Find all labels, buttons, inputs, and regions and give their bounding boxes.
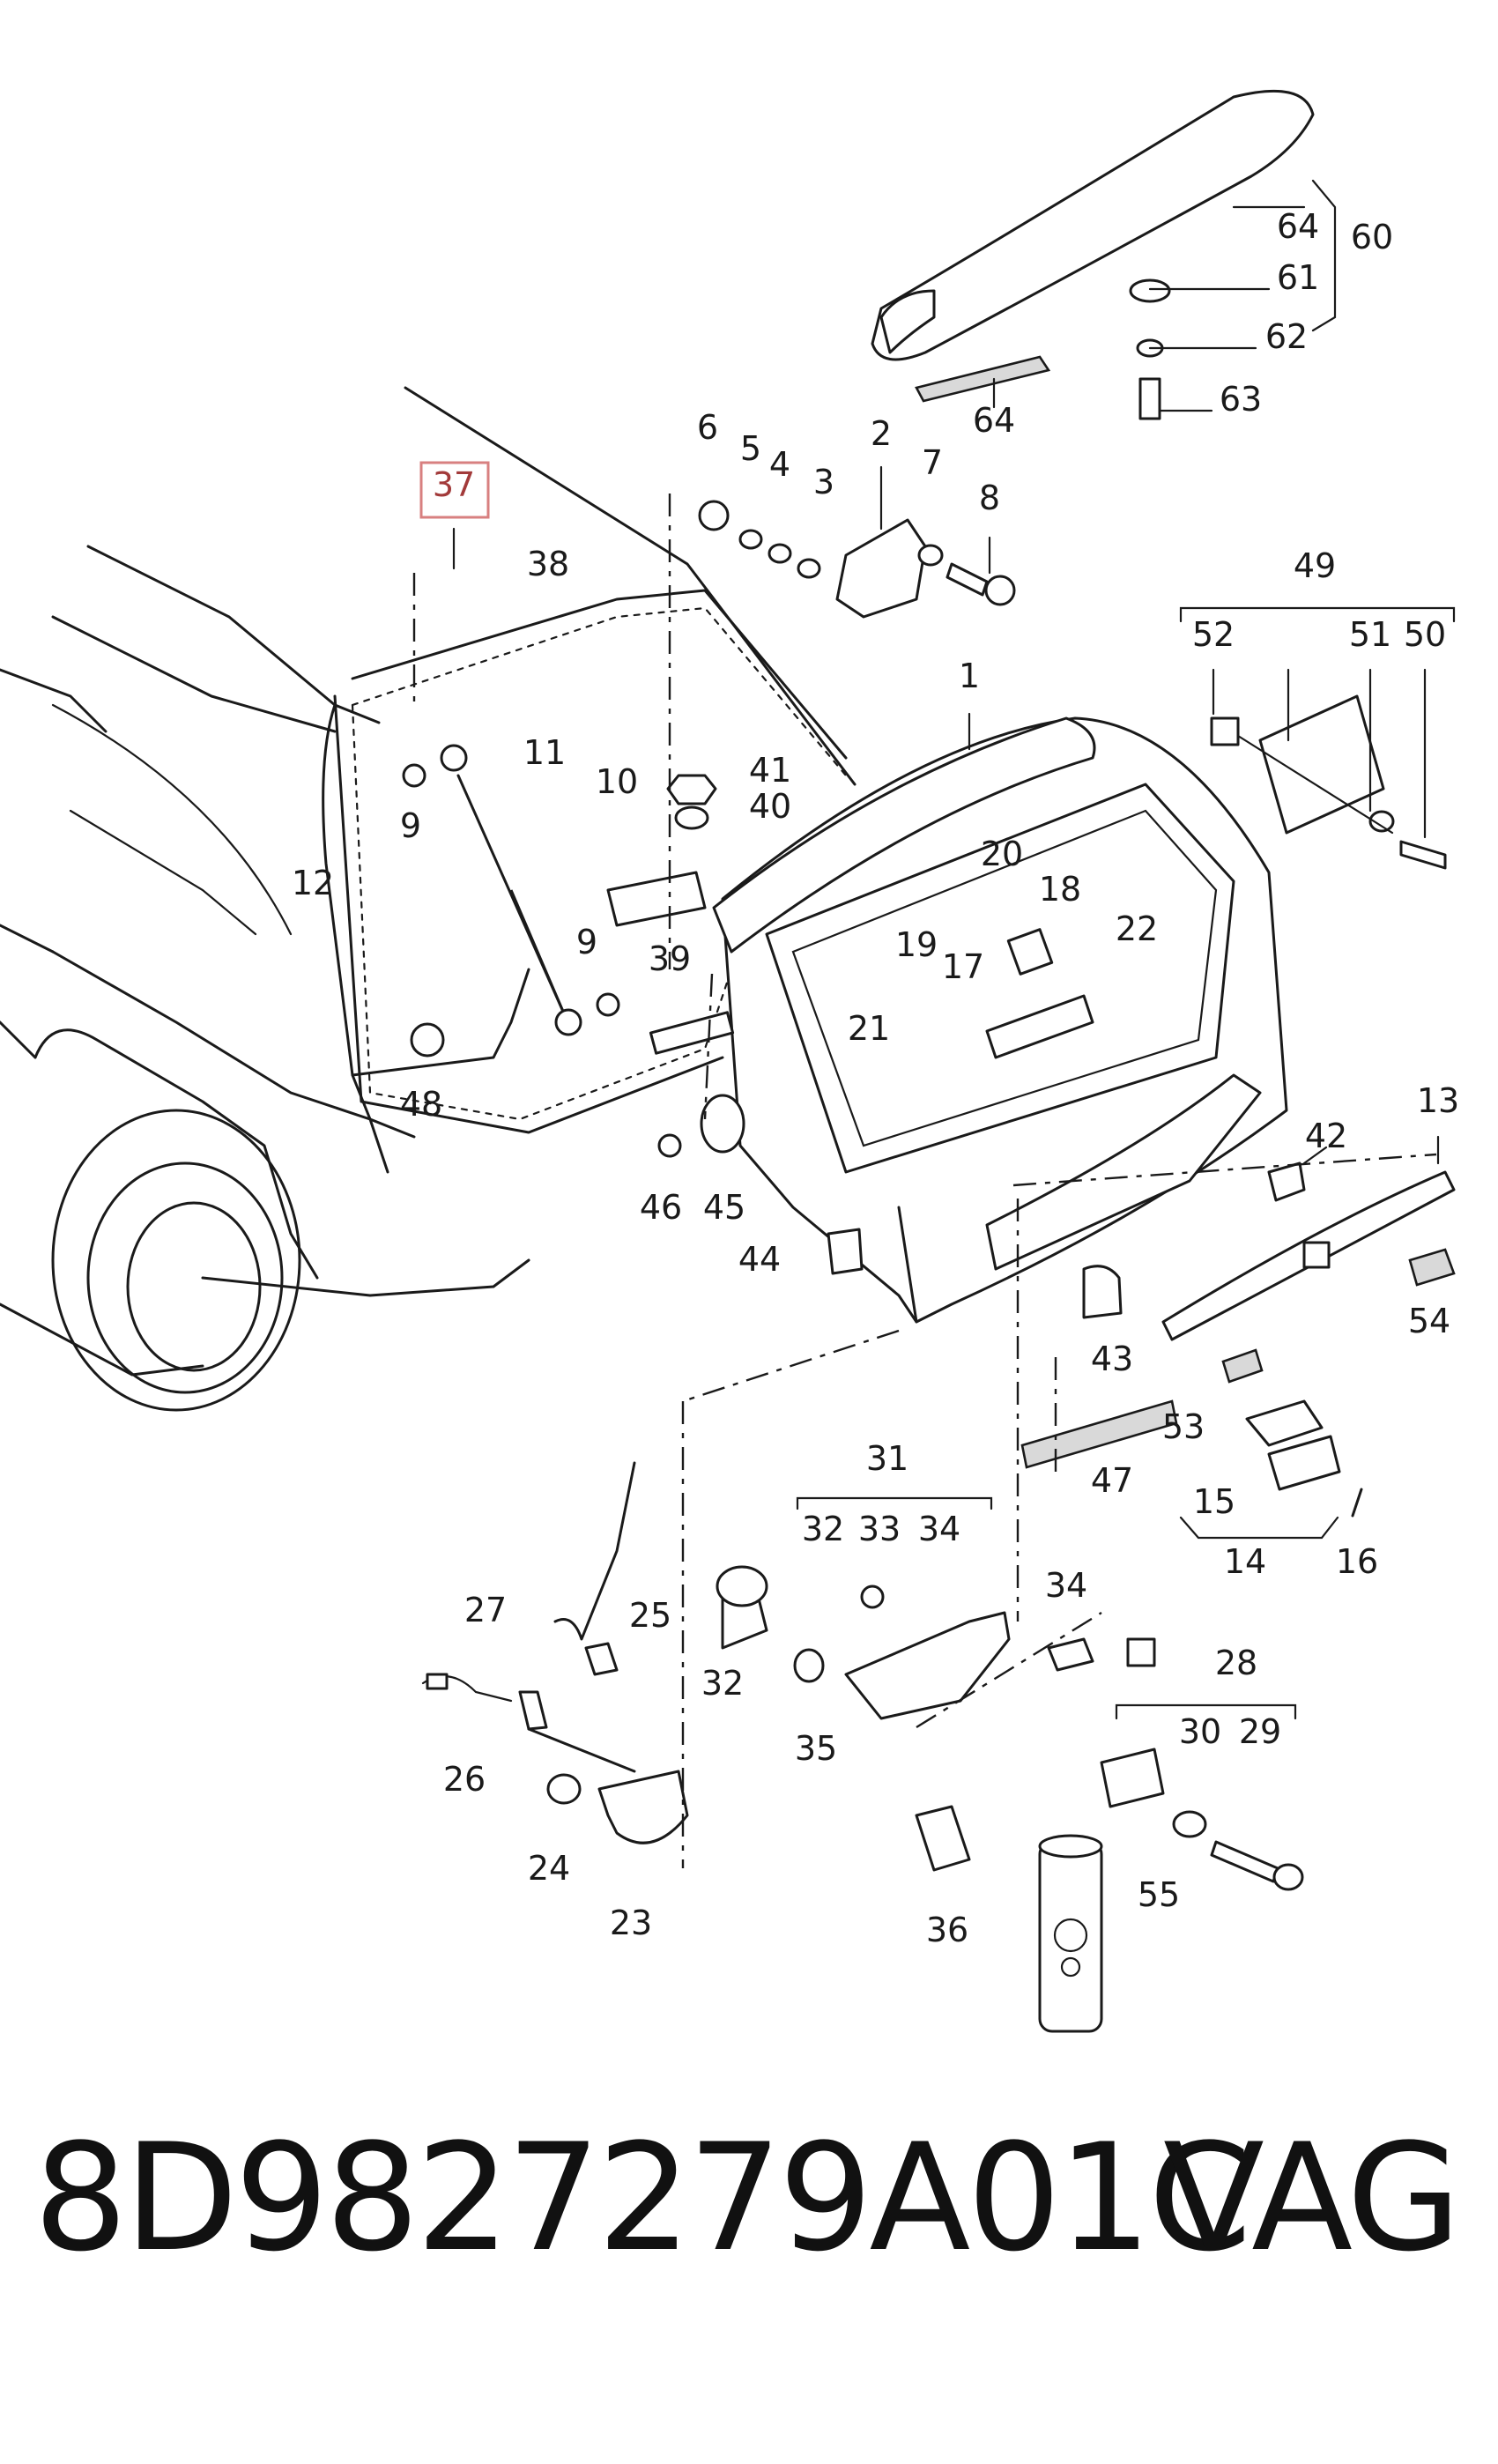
callout-c26: 26 <box>443 1760 486 1799</box>
callout-c27: 27 <box>464 1591 507 1629</box>
callout-c23: 23 <box>610 1904 652 1942</box>
callout-c40: 40 <box>749 787 791 826</box>
callout-c34b: 34 <box>1045 1566 1087 1605</box>
callout-c1: 1 <box>959 657 980 695</box>
callout-c32b: 32 <box>802 1510 844 1548</box>
callout-c31: 31 <box>866 1439 908 1478</box>
callout-labels: 1234567899101112131415161718192021222324… <box>292 207 1459 1949</box>
highlighted-callout-box <box>419 461 490 519</box>
callout-c37: 37 <box>433 465 475 504</box>
roof-spoiler <box>871 89 1315 420</box>
callout-c63: 63 <box>1220 380 1262 419</box>
callout-c12: 12 <box>292 864 334 902</box>
callout-c64b: 64 <box>973 401 1015 440</box>
gas-strut <box>440 744 582 1036</box>
callout-c42: 42 <box>1305 1117 1347 1155</box>
callout-c62: 62 <box>1265 317 1308 356</box>
callout-c15: 15 <box>1193 1482 1235 1521</box>
callout-c7: 7 <box>922 443 943 482</box>
callout-c9a: 9 <box>400 806 421 845</box>
tailgate <box>712 716 1288 1324</box>
callout-c43: 43 <box>1091 1340 1133 1378</box>
part-number: 8D9827279A01C <box>33 2111 1251 2284</box>
lock-mechanism <box>421 1461 1304 1891</box>
rear-wheel <box>51 1109 301 1412</box>
car-body-outline <box>0 386 857 1377</box>
callout-c51: 51 <box>1349 615 1391 654</box>
callout-c54: 54 <box>1408 1302 1450 1340</box>
callout-c48: 48 <box>400 1085 442 1124</box>
callout-c24: 24 <box>528 1849 570 1888</box>
assembly-lines <box>412 494 1437 1868</box>
callout-c11: 11 <box>523 733 566 772</box>
callout-c36: 36 <box>926 1911 968 1949</box>
callout-c38: 38 <box>527 545 569 583</box>
hinge-cluster <box>698 500 1016 619</box>
callout-c25: 25 <box>629 1596 671 1635</box>
callout-c47: 47 <box>1091 1461 1133 1500</box>
callout-c53: 53 <box>1162 1407 1205 1446</box>
callout-c5: 5 <box>740 429 761 468</box>
callout-c35: 35 <box>795 1729 837 1768</box>
callout-c34: 34 <box>918 1510 960 1548</box>
callout-c3: 3 <box>813 463 834 501</box>
license-plate-parts <box>1210 694 1447 870</box>
trim-strip <box>1161 1161 1456 1341</box>
callout-c21: 21 <box>848 1009 890 1048</box>
callout-c61: 61 <box>1277 258 1319 297</box>
callout-c18: 18 <box>1039 870 1081 909</box>
brand-name: VAG <box>1163 2111 1461 2284</box>
callout-c50: 50 <box>1404 615 1446 654</box>
callout-c19: 19 <box>895 925 938 964</box>
small-parts-middle <box>402 763 1363 1518</box>
callout-c17: 17 <box>942 947 984 986</box>
callout-c16: 16 <box>1336 1542 1378 1581</box>
callout-c29: 29 <box>1239 1712 1281 1751</box>
callout-c46: 46 <box>640 1188 682 1227</box>
callout-c41: 41 <box>749 751 791 790</box>
callout-c4: 4 <box>769 445 790 484</box>
leader-lines <box>452 179 1456 1720</box>
callout-c60: 60 <box>1351 218 1393 256</box>
callout-c30: 30 <box>1179 1712 1221 1751</box>
callout-c55: 55 <box>1138 1875 1180 1914</box>
callout-c39: 39 <box>649 939 691 978</box>
callout-c28: 28 <box>1215 1644 1257 1682</box>
callout-c2: 2 <box>871 414 892 453</box>
callout-c22: 22 <box>1116 909 1158 948</box>
callout-c64a: 64 <box>1277 207 1319 246</box>
callout-c20: 20 <box>981 835 1023 873</box>
adhesive-can <box>1038 1834 1103 2033</box>
callout-c45: 45 <box>703 1188 745 1227</box>
callout-c9b: 9 <box>576 923 597 961</box>
callout-c6: 6 <box>697 408 718 447</box>
callout-c32: 32 <box>701 1664 744 1703</box>
callout-c13: 13 <box>1417 1081 1459 1120</box>
callout-c8: 8 <box>979 479 1000 517</box>
callout-c52: 52 <box>1192 615 1235 654</box>
callout-c44: 44 <box>738 1240 781 1279</box>
callout-c10: 10 <box>596 762 638 801</box>
callout-c49: 49 <box>1294 546 1336 585</box>
callout-c33: 33 <box>858 1510 901 1548</box>
callout-c14: 14 <box>1224 1542 1266 1581</box>
